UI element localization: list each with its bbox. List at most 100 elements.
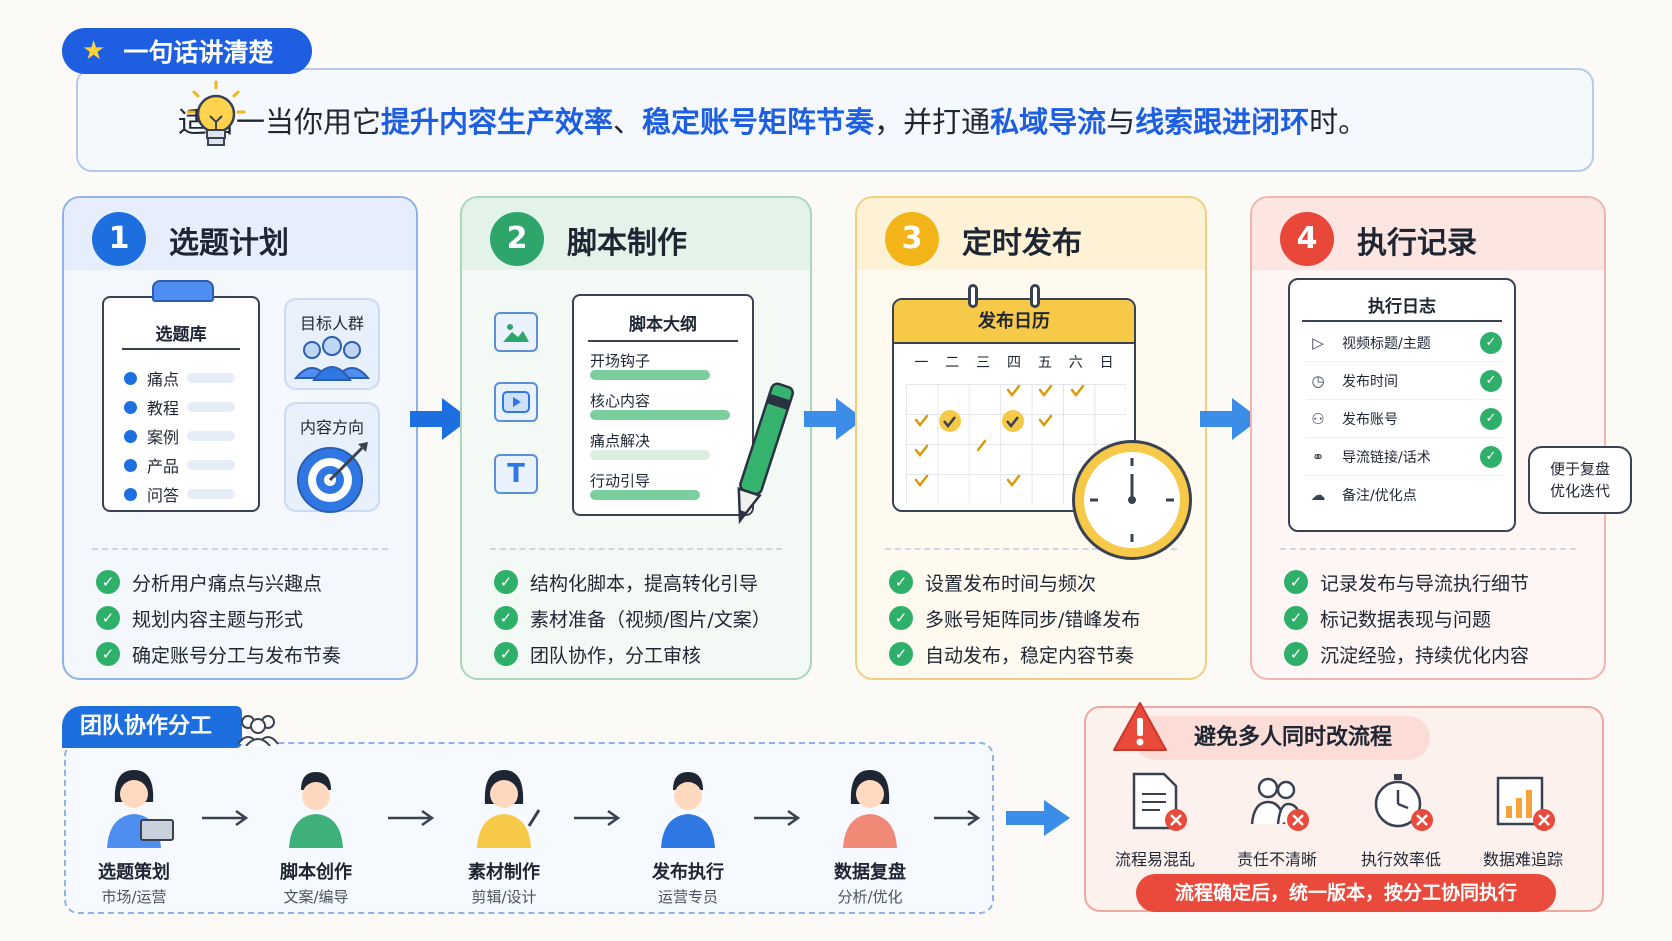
risk-label: 责任不清晰 <box>1236 850 1317 869</box>
chat-icon: ☁ <box>1310 486 1326 504</box>
log-item: ◷发布时间✓ <box>1306 362 1502 400</box>
library-item: 教程 <box>124 395 235 419</box>
video-icon <box>494 382 538 422</box>
person-avatar-icon <box>107 770 174 848</box>
text-bar <box>590 450 710 460</box>
divider <box>1280 548 1576 550</box>
arrow-right-icon <box>1200 398 1260 440</box>
content-direction-label: 内容方向 <box>299 418 364 437</box>
step-number: 4 <box>1280 212 1334 266</box>
text-icon: T <box>494 454 538 494</box>
bullet-item: ✓标记数据表现与问题 <box>1284 600 1529 636</box>
divider <box>885 548 1177 550</box>
person-avatar-icon <box>843 770 897 848</box>
calendar-checkmarks <box>914 384 1085 488</box>
bullet-dot-icon <box>124 371 137 385</box>
users-icon: ⚇ <box>1311 409 1325 428</box>
role-dept: 分析/优化 <box>837 888 903 906</box>
summary-tag: ★ 一句话讲清楚 <box>62 28 312 74</box>
arrow-right-icon <box>804 398 864 440</box>
divider <box>1302 320 1502 322</box>
check-icon: ✓ <box>96 642 120 666</box>
bullet-dot-icon <box>124 429 137 443</box>
team-role: 脚本创作 文案/编导 <box>246 764 386 907</box>
check-icon: ✓ <box>889 642 913 666</box>
team-role: 数据复盘 分析/优化 <box>800 764 940 907</box>
target-audience-label: 目标人群 <box>299 314 364 333</box>
check-icon: ✓ <box>889 606 913 630</box>
role-name: 选题策划 <box>98 862 170 883</box>
person-avatar-icon <box>289 772 343 848</box>
step-bullets: ✓分析用户痛点与兴趣点 ✓规划内容主题与形式 ✓确定账号分工与发布节奏 <box>96 564 341 672</box>
calendar-ring-icon <box>968 284 978 308</box>
check-icon: ✓ <box>494 606 518 630</box>
step-bullets: ✓设置发布时间与频次 ✓多账号矩阵同步/错峰发布 ✓自动发布，稳定内容节奏 <box>889 564 1140 672</box>
doc-item: 开场钩子 <box>590 352 651 370</box>
speech-bubble: 便于复盘 优化迭代 <box>1528 446 1632 514</box>
weekday: 三 <box>976 355 991 371</box>
check-icon: ✓ <box>494 642 518 666</box>
role-dept: 市场/运营 <box>101 888 167 906</box>
team-flow <box>64 742 994 914</box>
warning-title: 避免多人同时改流程 <box>1134 716 1430 760</box>
risk-item: 责任不清晰 <box>1222 770 1332 870</box>
warning-icon <box>1113 702 1167 751</box>
doc-item: 行动引导 <box>590 472 651 490</box>
check-icon: ✓ <box>96 606 120 630</box>
log-item: ☁备注/优化点 <box>1306 476 1502 514</box>
step-number: 2 <box>490 212 544 266</box>
risk-label: 执行效率低 <box>1360 850 1441 869</box>
risk-item: 执行效率低 <box>1346 770 1456 870</box>
library-item: 痛点 <box>124 366 235 390</box>
person-avatar-icon <box>661 772 715 848</box>
bullet-item: ✓规划内容主题与形式 <box>96 600 341 636</box>
log-item: ⚇发布账号✓ <box>1306 400 1502 438</box>
bullet-dot-icon <box>124 487 137 501</box>
chart-error-icon <box>1496 776 1555 831</box>
step-bullets: ✓结构化脚本，提高转化引导 ✓素材准备（视频/图片/文案） ✓团队协作，分工审核 <box>494 564 771 672</box>
role-name: 脚本创作 <box>280 862 352 883</box>
role-name: 数据复盘 <box>834 862 906 883</box>
bullet-item: ✓分析用户痛点与兴趣点 <box>96 564 341 600</box>
summary-text: 适合一当你用它提升内容生产效率、稳定账号矩阵节奏，并打通私域导流与线索跟进闭环时… <box>178 105 1368 139</box>
divider <box>122 348 240 350</box>
weekday: 六 <box>1068 355 1083 371</box>
check-icon: ✓ <box>494 570 518 594</box>
step-title: 选题计划 <box>169 226 289 261</box>
arrow-right-icon <box>754 809 801 827</box>
script-outline-doc: 脚本大纲 开场钩子 核心内容 痛点解决 行动引导 <box>572 294 754 516</box>
log-title: 执行日志 <box>1368 297 1436 317</box>
arrow-right-icon <box>1006 800 1070 836</box>
pen-icon <box>737 382 795 525</box>
risk-label: 流程易混乱 <box>1114 850 1195 869</box>
stopwatch-error-icon <box>1374 774 1433 831</box>
team-role: 发布执行 运营专员 <box>618 764 758 907</box>
doc-item: 痛点解决 <box>590 432 651 450</box>
check-icon: ✓ <box>889 570 913 594</box>
log-item: ▷视频标题/主题✓ <box>1306 324 1502 362</box>
divider <box>92 548 388 550</box>
clock-icon: ◷ <box>1311 371 1325 390</box>
bullet-item: ✓多账号矩阵同步/错峰发布 <box>889 600 1140 636</box>
arrow-right-icon <box>410 398 470 440</box>
check-icon: ✓ <box>1284 642 1308 666</box>
doc-title: 脚本大纲 <box>629 315 697 335</box>
role-dept: 运营专员 <box>657 888 718 906</box>
risk-label: 数据难追踪 <box>1482 850 1563 869</box>
calendar-title: 发布日历 <box>894 300 1134 344</box>
people-error-icon <box>1250 777 1309 831</box>
library-item: 案例 <box>124 424 235 448</box>
arrow-right-icon <box>202 809 249 827</box>
bullet-item: ✓自动发布，稳定内容节奏 <box>889 636 1140 672</box>
step-title: 定时发布 <box>962 226 1082 261</box>
people-group-icon <box>293 336 371 381</box>
play-icon: ▷ <box>1312 333 1324 352</box>
weekday: 四 <box>1007 355 1021 371</box>
bullet-item: ✓素材准备（视频/图片/文案） <box>494 600 771 636</box>
check-icon: ✓ <box>1480 407 1502 430</box>
clip-icon <box>152 280 214 302</box>
team-role: 选题策划 市场/运营 <box>64 764 204 907</box>
step-number: 3 <box>885 212 939 266</box>
check-icon: ✓ <box>1284 570 1308 594</box>
role-dept: 文案/编导 <box>283 888 349 906</box>
